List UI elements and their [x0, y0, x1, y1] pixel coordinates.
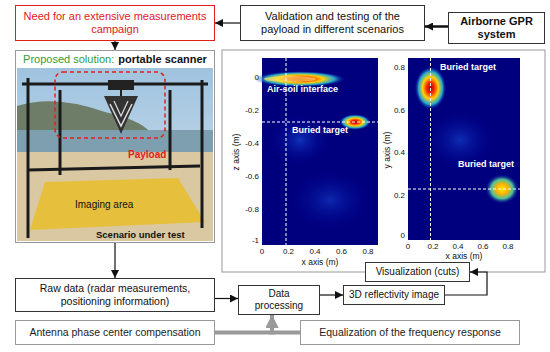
tick-label: 0.4	[309, 248, 320, 256]
output-box: 3D reflectivity image	[343, 285, 445, 305]
tick-label: -0.8	[245, 206, 259, 214]
node-text: Raw data (radar measurements, positionin…	[40, 282, 191, 307]
process-box: Data processing	[238, 285, 320, 315]
connector-arrow	[272, 315, 300, 333]
tick-label: 0.2	[427, 243, 438, 251]
tick-label: 0	[406, 243, 410, 251]
tick-label: 0.4	[394, 149, 405, 157]
connector-arrow	[320, 294, 343, 295]
target-label: Air-soil interface	[267, 85, 338, 94]
connector-arrow	[215, 22, 240, 23]
connector-arrow	[215, 315, 272, 333]
axis-title: x axis (m)	[446, 252, 483, 261]
connector-arrow	[114, 243, 115, 278]
goal-box: Need for an extensive measurements campa…	[15, 5, 215, 41]
node-text: Equalization of the frequency response	[319, 326, 501, 338]
axis-title: x axis (m)	[302, 258, 339, 267]
tick-label: -1	[252, 237, 259, 245]
node-text: Data processing	[255, 288, 303, 311]
node-text: Validation and testing of the payload in…	[261, 10, 404, 35]
photo-label: Scenario under test	[96, 230, 185, 240]
node-text: Need for an extensive measurements campa…	[24, 10, 207, 35]
target-label: Buried target	[440, 63, 496, 72]
node-text: portable scanner	[118, 53, 207, 65]
tick-label: 0.6	[477, 243, 488, 251]
axis-title: y axis (m)	[383, 132, 392, 169]
tick-label: 0	[255, 74, 259, 82]
correction-box: Antenna phase center compensation	[15, 320, 215, 345]
tick-label: 0.8	[394, 64, 405, 72]
node-text: Antenna phase center compensation	[29, 326, 200, 338]
image-panel	[222, 50, 545, 272]
target-label: Buried target	[292, 126, 348, 135]
tick-label: 0.8	[502, 243, 513, 251]
correction-box: Equalization of the frequency response	[300, 320, 520, 345]
photo-label: Payload	[128, 150, 166, 160]
tick-label: 0.2	[283, 248, 294, 256]
tick-label: 0	[260, 248, 264, 256]
output-box: Visualization (cuts)	[365, 262, 470, 282]
connector-arrow	[425, 25, 448, 28]
node-text: Visualization (cuts)	[376, 266, 460, 277]
scene-photo	[17, 68, 213, 241]
tick-label: 0.2	[394, 192, 405, 200]
data-box: Raw data (radar measurements, positionin…	[15, 278, 215, 312]
system-box: Airborne GPR system	[448, 12, 545, 44]
axis-title: z axis (m)	[232, 134, 241, 171]
node-text: Proposed solution:	[23, 53, 114, 65]
tick-label: 0.6	[336, 248, 347, 256]
tick-label: 0	[401, 232, 405, 240]
connector-arrow	[114, 41, 115, 50]
process-box: Validation and testing of the payload in…	[240, 5, 425, 41]
node-text: Airborne GPR system	[460, 15, 533, 40]
solution-panel: Proposed solution: portable scanner	[15, 50, 215, 243]
tick-label: -0.2	[245, 107, 259, 115]
tick-label: 0.8	[362, 248, 373, 256]
tick-label: 0.4	[452, 243, 463, 251]
tick-label: -0.6	[245, 173, 259, 181]
node-text: 3D reflectivity image	[349, 289, 439, 300]
photo-label: Imaging area	[75, 200, 133, 210]
tick-label: 0.6	[394, 107, 405, 115]
connector-arrow	[215, 298, 238, 299]
target-label: Buried target	[458, 160, 514, 169]
tick-label: -0.4	[245, 140, 259, 148]
